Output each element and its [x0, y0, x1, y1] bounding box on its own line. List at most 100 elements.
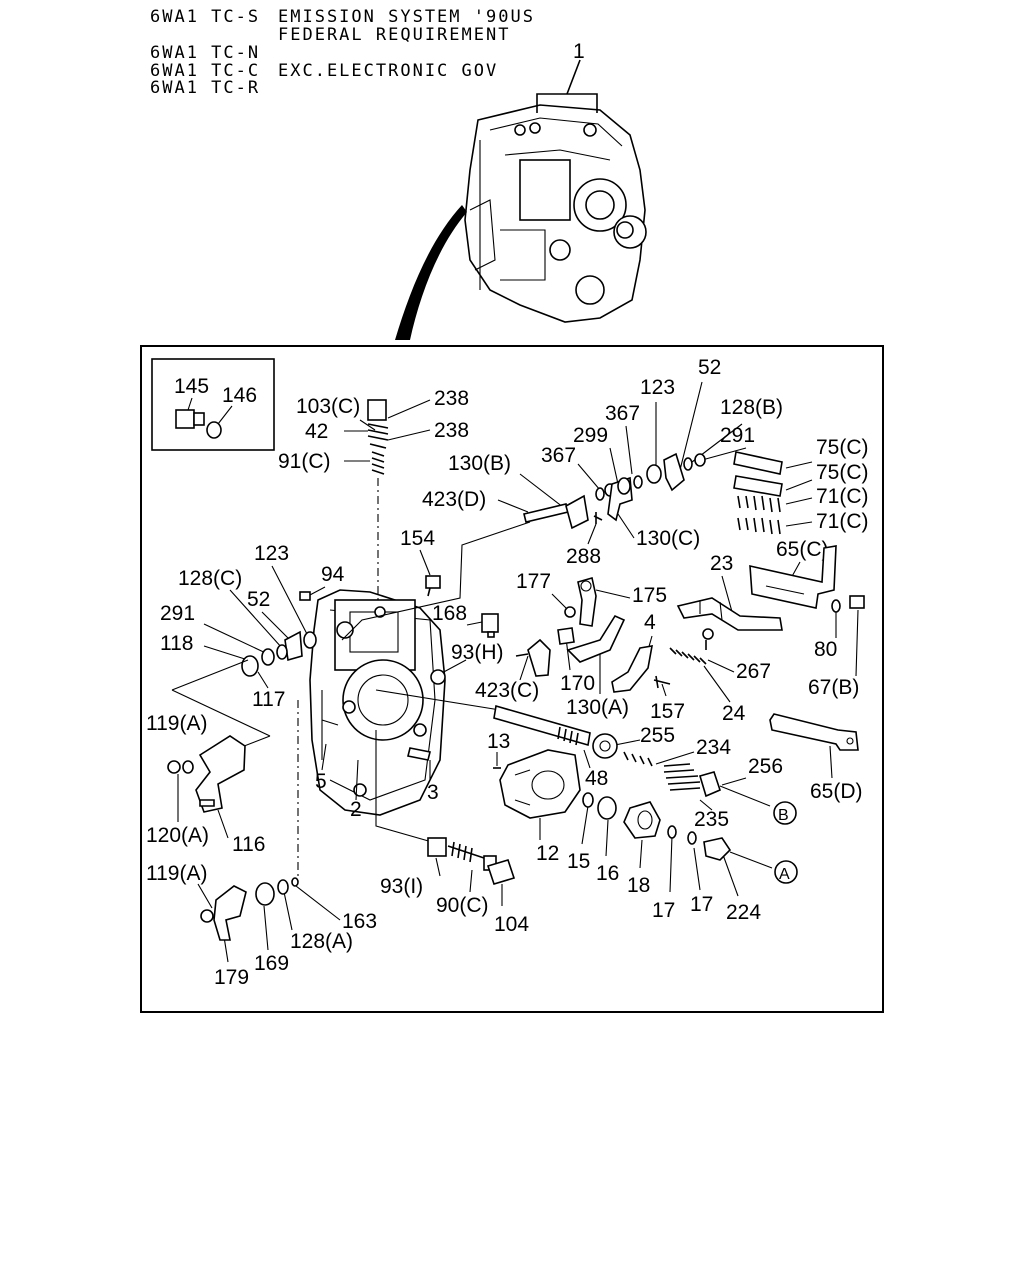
label-116: 116: [232, 833, 265, 856]
header-model-3: 6WA1 TC-C: [150, 61, 261, 81]
callout-a: [774, 860, 798, 884]
label-224: 224: [726, 901, 761, 924]
label-128b: 128(B): [720, 396, 783, 419]
label-52a: 52: [247, 588, 270, 611]
part-65c-bracket: [749, 545, 837, 609]
label-17a: 17: [652, 899, 675, 922]
label-91c: 91(C): [278, 450, 331, 473]
label-12: 12: [536, 842, 559, 865]
label-94: 94: [321, 563, 345, 586]
header-model-4: 6WA1 TC-R: [150, 78, 261, 98]
callout-a-label: A: [779, 866, 790, 883]
label-13: 13: [487, 730, 510, 753]
label-71c-2: 71(C): [816, 510, 869, 533]
label-118: 118: [160, 632, 193, 655]
pump-assembly-illustration: [464, 104, 647, 323]
label-93h: 93(H): [451, 641, 504, 664]
part-145-plug: [175, 409, 195, 429]
part-146-washer: [206, 421, 222, 439]
label-17b: 17: [690, 893, 713, 916]
label-4: 4: [644, 611, 656, 634]
label-3: 3: [427, 781, 439, 804]
label-65d: 65(D): [810, 780, 863, 803]
part-75c-roller-1: [733, 451, 783, 475]
label-256: 256: [748, 755, 783, 778]
label-177: 177: [516, 570, 551, 593]
label-15: 15: [567, 850, 590, 873]
label-423c: 423(C): [475, 679, 539, 702]
view-pointer-arrow: [395, 205, 467, 340]
header-note-1a: EMISSION SYSTEM '90US: [278, 7, 535, 27]
label-5: 5: [315, 770, 327, 793]
label-75c-1: 75(C): [816, 436, 869, 459]
label-119a-2: 119(A): [146, 862, 207, 885]
part-103c-cap: [367, 399, 387, 421]
header-note-1b: FEDERAL REQUIREMENT: [278, 25, 511, 45]
label-48: 48: [585, 767, 608, 790]
label-238a: 238: [434, 387, 469, 410]
part-71c-spring-1: [737, 495, 781, 513]
label-423d: 423(D): [422, 488, 486, 511]
label-18: 18: [627, 874, 650, 897]
part-65d-plate: [769, 713, 859, 751]
part-48-shaft: [493, 704, 591, 747]
part-71c-spring-2: [737, 517, 781, 535]
label-168: 168: [432, 602, 467, 625]
label-71c-1: 71(C): [816, 485, 869, 508]
label-123a: 123: [254, 542, 289, 565]
label-170: 170: [560, 672, 595, 695]
label-103c: 103(C): [296, 395, 360, 418]
header-note-3: EXC.ELECTRONIC GOV: [278, 61, 499, 81]
part-75c-roller-2: [733, 475, 783, 497]
label-238b: 238: [434, 419, 469, 442]
label-119a-1: 119(A): [146, 712, 207, 735]
label-288: 288: [566, 545, 601, 568]
label-1: 1: [573, 40, 585, 63]
label-2: 2: [350, 798, 362, 821]
label-16: 16: [596, 862, 619, 885]
label-123b: 123: [640, 376, 675, 399]
callout-b: [773, 801, 797, 825]
label-52b: 52: [698, 356, 721, 379]
label-67b: 67(B): [808, 676, 859, 699]
label-169: 169: [254, 952, 289, 975]
governor-housing: [309, 589, 446, 816]
label-291b: 291: [720, 424, 755, 447]
label-255: 255: [640, 724, 675, 747]
label-267: 267: [736, 660, 771, 683]
label-175: 175: [632, 584, 667, 607]
label-367a: 367: [541, 444, 576, 467]
label-128a: 128(A): [290, 930, 353, 953]
label-117: 117: [252, 688, 285, 711]
label-367b: 367: [605, 402, 640, 425]
label-128c: 128(C): [178, 567, 242, 590]
label-90c: 90(C): [436, 894, 489, 917]
label-234: 234: [696, 736, 731, 759]
label-65c: 65(C): [776, 538, 829, 561]
label-130a: 130(A): [566, 696, 629, 719]
label-145: 145: [174, 375, 209, 398]
label-104: 104: [494, 913, 529, 936]
label-120a: 120(A): [146, 824, 209, 847]
label-130c: 130(C): [636, 527, 700, 550]
part-12-flyweight: [499, 749, 581, 819]
callout-b-label: B: [778, 807, 789, 824]
label-235: 235: [694, 808, 729, 831]
label-146: 146: [222, 384, 257, 407]
label-93i: 93(I): [380, 875, 423, 898]
label-179: 179: [214, 966, 249, 989]
label-42: 42: [305, 420, 328, 443]
label-163: 163: [342, 910, 377, 933]
label-80: 80: [814, 638, 837, 661]
label-23: 23: [710, 552, 733, 575]
diagram-frame: [140, 345, 884, 1013]
label-130b: 130(B): [448, 452, 511, 475]
header-model-2: 6WA1 TC-N: [150, 43, 261, 63]
label-157: 157: [650, 700, 685, 723]
header-model-1: 6WA1 TC-S: [150, 7, 261, 27]
label-154: 154: [400, 527, 435, 550]
label-24: 24: [722, 702, 746, 725]
label-299: 299: [573, 424, 608, 447]
inset-box: [151, 358, 275, 451]
